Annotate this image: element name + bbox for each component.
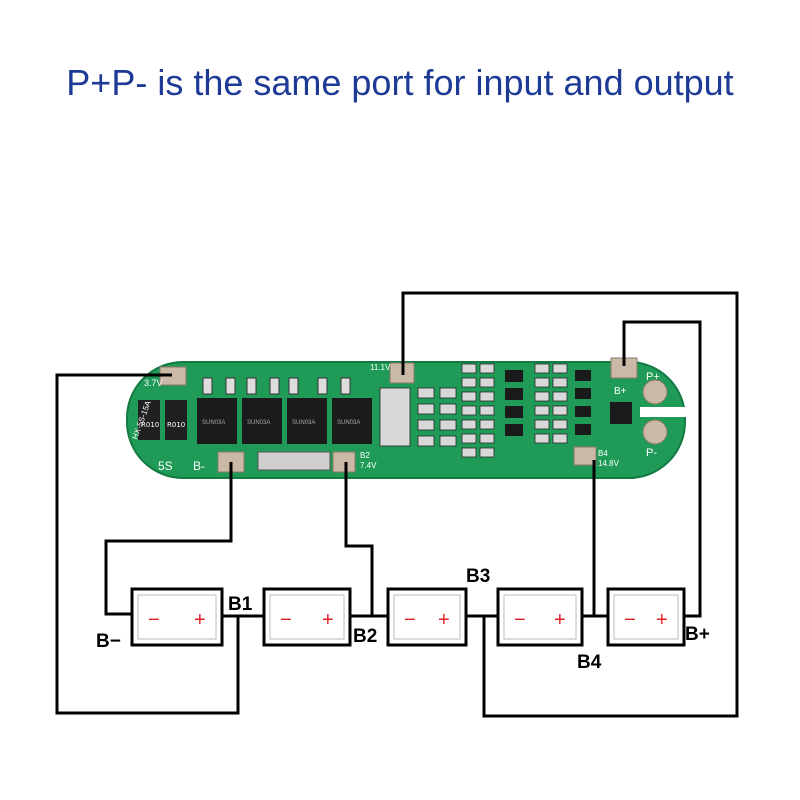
pad-b2 [332, 451, 356, 473]
wire-b-minus [104, 462, 233, 616]
battery-cell-2: −+ [262, 587, 352, 647]
label-b2: B2 [353, 626, 377, 647]
sense-resistor-1 [138, 400, 160, 440]
cell-minus-sign: − [148, 609, 160, 631]
pcb-b-plus-label: B+ [614, 386, 627, 397]
cell-body [386, 587, 468, 647]
cell-plus-sign: + [322, 609, 334, 631]
bottom-component-row [257, 451, 331, 471]
label-b1: B1 [228, 594, 253, 615]
cell-inner [393, 594, 461, 640]
pcb-series-label: 5S [158, 459, 173, 473]
protection-board: R010 R010 SUN03A SUN03A SUN03A SUN03A [126, 357, 690, 479]
mosfet-label-1: SUN03A [202, 420, 225, 426]
mosfet-3 [287, 398, 327, 444]
cell-minus-sign: − [624, 609, 636, 631]
cell-minus-sign: − [404, 609, 416, 631]
pcb-b4-voltage: 14.8V [598, 459, 620, 468]
pcb-cell-voltage: 3.7V [144, 378, 163, 388]
pcb-b2-voltage: 7.4V [360, 461, 377, 470]
cell-body [262, 587, 352, 647]
port-slot [640, 407, 690, 417]
battery-cell-3: −+ [386, 587, 468, 647]
pcb-b4-label: B4 [598, 449, 608, 458]
cell-plus-sign: + [656, 609, 668, 631]
cell-body [606, 587, 686, 647]
cell-plus-sign: + [554, 609, 566, 631]
cell-inner [503, 594, 577, 640]
cell-plus-sign: + [194, 609, 206, 631]
mosfet-label-2: SUN03A [247, 420, 270, 426]
battery-cells: −+−+−+−+−+ [130, 587, 686, 647]
resistor-label-1: R010 [141, 421, 159, 429]
protection-ics [505, 370, 632, 436]
mosfet-2 [242, 398, 282, 444]
control-circuit [379, 363, 568, 458]
mosfet-label-4: SUN03A [337, 420, 360, 426]
sense-resistor-2 [165, 400, 187, 440]
label-b4: B4 [577, 652, 602, 673]
wire-b2 [344, 462, 374, 616]
pcb-p-minus-label: P- [646, 447, 657, 459]
top-pin-row [202, 377, 351, 395]
pcb-p-plus-label: P+ [646, 371, 660, 383]
battery-cell-4: −+ [496, 587, 584, 647]
battery-cell-5: −+ [606, 587, 686, 647]
pcb-b2-label: B2 [360, 451, 370, 460]
pad-p-minus [642, 419, 668, 445]
cell-body [496, 587, 584, 647]
label-b-plus: B+ [685, 624, 710, 645]
pcb-top-voltage: 11.1V [370, 363, 391, 372]
wire-b-plus [622, 320, 702, 618]
diagram-title: P+P- is the same port for input and outp… [66, 62, 734, 103]
resistor-label-2: R010 [167, 421, 185, 429]
mosfet-label-3: SUN03A [292, 420, 315, 426]
pad-b4 [573, 446, 597, 466]
wire-b1-sense [55, 373, 240, 715]
mosfet-4 [332, 398, 372, 444]
cell-minus-sign: − [280, 609, 292, 631]
label-b-minus: B− [96, 631, 121, 652]
mosfet-1 [197, 398, 237, 444]
pad-p-plus [642, 379, 668, 405]
wire-b3 [401, 291, 739, 718]
cell-body [130, 587, 224, 647]
battery-cell-1: −+ [130, 587, 224, 647]
cell-plus-sign: + [438, 609, 450, 631]
cell-minus-sign: − [514, 609, 526, 631]
mosfet-group: SUN03A SUN03A SUN03A SUN03A [197, 398, 372, 444]
cell-inner [613, 594, 679, 640]
node-labels: B− B1 B2 B3 B4 B+ [96, 566, 710, 673]
label-b3: B3 [466, 566, 490, 587]
cell-inner [137, 594, 217, 640]
pcb-b-minus-label: B- [193, 459, 205, 473]
cell-inner [269, 594, 345, 640]
wiring [55, 291, 739, 718]
